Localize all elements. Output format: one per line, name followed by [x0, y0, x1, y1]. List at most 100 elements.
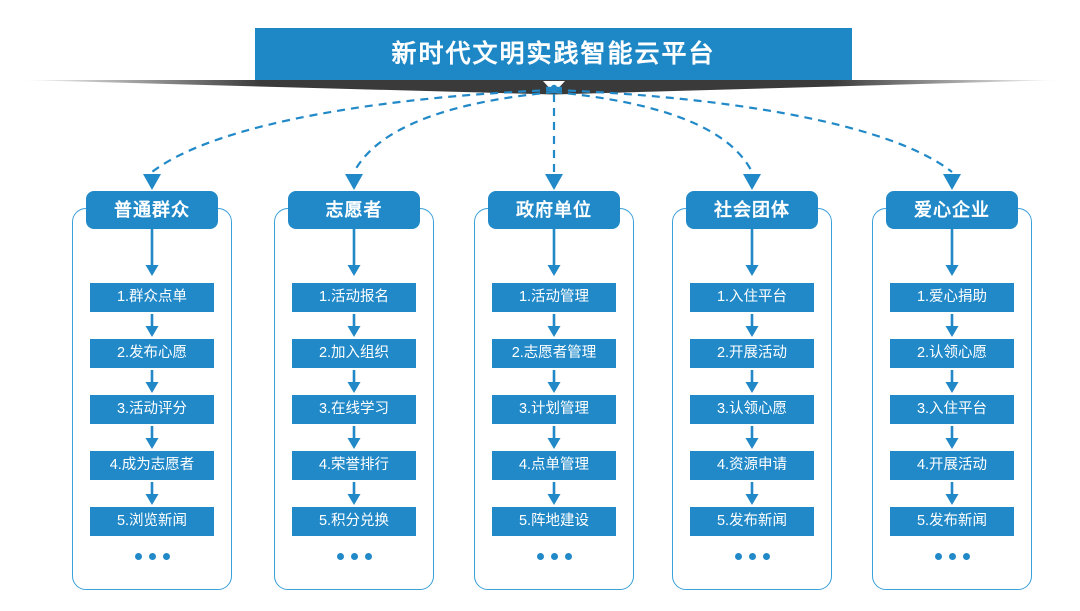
list-item-label: 3.入住平台 — [916, 401, 988, 418]
connector-arrowheads — [143, 174, 961, 190]
list-item-label: 2.加入组织 — [318, 345, 390, 362]
list-item-label: 1.入住平台 — [716, 289, 788, 306]
list-item[interactable]: 1.群众点单 — [90, 283, 214, 312]
list-item-label: 3.活动评分 — [116, 401, 188, 418]
item-connector-arrow — [492, 480, 616, 507]
ellipsis-dot — [162, 552, 170, 560]
ellipsis-dot — [336, 552, 344, 560]
item-connector-arrow — [90, 480, 214, 507]
list-item[interactable]: 3.计划管理 — [492, 395, 616, 424]
list-item[interactable]: 3.入住平台 — [890, 395, 1014, 424]
role-column-social-group: 社会团体 1.入住平台 2.开展活动 3.认领心愿 4.资源申请 5.发布新闻 — [672, 191, 832, 590]
column-item-list: 1.活动报名 2.加入组织 3.在线学习 4.荣誉排行 5.积分兑换 — [292, 283, 416, 576]
list-item-label: 5.积分兑换 — [318, 513, 390, 530]
list-item-label: 2.志愿者管理 — [511, 345, 597, 362]
ellipsis-dot — [350, 552, 358, 560]
more-items-ellipsis — [292, 536, 416, 576]
list-item[interactable]: 4.荣誉排行 — [292, 451, 416, 480]
item-connector-arrow — [90, 424, 214, 451]
column-header-volunteer[interactable]: 志愿者 — [288, 191, 420, 229]
column-item-list: 1.群众点单 2.发布心愿 3.活动评分 4.成为志愿者 5.浏览新闻 — [90, 283, 214, 576]
more-items-ellipsis — [890, 536, 1014, 576]
header-to-first-item-arrow — [944, 229, 960, 282]
item-connector-arrow — [90, 312, 214, 339]
list-item[interactable]: 1.活动管理 — [492, 283, 616, 312]
role-column-government-unit: 政府单位 1.活动管理 2.志愿者管理 3.计划管理 4.点单管理 5.阵地建设 — [474, 191, 634, 590]
list-item-label: 4.成为志愿者 — [109, 457, 195, 474]
item-connector-arrow — [690, 424, 814, 451]
item-connector-arrow — [690, 368, 814, 395]
role-column-caring-enterprise: 爱心企业 1.爱心捐助 2.认领心愿 3.入住平台 4.开展活动 5.发布新闻 — [872, 191, 1032, 590]
more-items-ellipsis — [90, 536, 214, 576]
list-item[interactable]: 5.发布新闻 — [690, 507, 814, 536]
banner-bar: 新时代文明实践智能云平台 — [255, 28, 852, 80]
list-item[interactable]: 1.爱心捐助 — [890, 283, 1014, 312]
list-item-label: 4.开展活动 — [916, 457, 988, 474]
ellipsis-dot — [134, 552, 142, 560]
item-connector-arrow — [890, 312, 1014, 339]
item-connector-arrow — [890, 424, 1014, 451]
list-item[interactable]: 3.活动评分 — [90, 395, 214, 424]
list-item[interactable]: 1.活动报名 — [292, 283, 416, 312]
list-item-label: 3.计划管理 — [518, 401, 590, 418]
list-item-label: 5.阵地建设 — [518, 513, 590, 530]
list-item-label: 4.点单管理 — [518, 457, 590, 474]
list-item[interactable]: 2.认领心愿 — [890, 339, 1014, 368]
list-item-label: 5.浏览新闻 — [116, 513, 188, 530]
list-item[interactable]: 2.志愿者管理 — [492, 339, 616, 368]
list-item[interactable]: 5.发布新闻 — [890, 507, 1014, 536]
list-item-label: 5.发布新闻 — [916, 513, 988, 530]
item-connector-arrow — [890, 480, 1014, 507]
list-item[interactable]: 4.资源申请 — [690, 451, 814, 480]
list-item[interactable]: 2.加入组织 — [292, 339, 416, 368]
list-item[interactable]: 5.阵地建设 — [492, 507, 616, 536]
list-item[interactable]: 4.点单管理 — [492, 451, 616, 480]
ellipsis-dot — [748, 552, 756, 560]
more-items-ellipsis — [492, 536, 616, 576]
list-item-label: 5.发布新闻 — [716, 513, 788, 530]
list-item[interactable]: 5.浏览新闻 — [90, 507, 214, 536]
item-connector-arrow — [690, 480, 814, 507]
item-connector-arrow — [292, 368, 416, 395]
more-items-ellipsis — [690, 536, 814, 576]
item-connector-arrow — [292, 424, 416, 451]
column-item-list: 1.入住平台 2.开展活动 3.认领心愿 4.资源申请 5.发布新闻 — [690, 283, 814, 576]
ellipsis-dot — [148, 552, 156, 560]
column-header-label: 爱心企业 — [914, 200, 990, 220]
item-connector-arrow — [890, 368, 1014, 395]
list-item[interactable]: 4.开展活动 — [890, 451, 1014, 480]
list-item-label: 3.在线学习 — [318, 401, 390, 418]
ellipsis-dot — [364, 552, 372, 560]
list-item-label: 4.资源申请 — [716, 457, 788, 474]
list-item[interactable]: 4.成为志愿者 — [90, 451, 214, 480]
list-item[interactable]: 2.开展活动 — [690, 339, 814, 368]
item-connector-arrow — [292, 312, 416, 339]
item-connector-arrow — [492, 424, 616, 451]
list-item[interactable]: 3.认领心愿 — [690, 395, 814, 424]
item-connector-arrow — [90, 368, 214, 395]
column-header-label: 志愿者 — [325, 200, 383, 220]
header-to-first-item-arrow — [546, 229, 562, 282]
header-to-first-item-arrow — [144, 229, 160, 282]
role-columns: 普通群众 1.群众点单 2.发布心愿 3.活动评分 4.成为志愿者 5.浏览新闻 志愿者 1.… — [0, 191, 1080, 596]
page-title: 新时代文明实践智能云平台 — [391, 39, 716, 68]
role-column-general-public: 普通群众 1.群众点单 2.发布心愿 3.活动评分 4.成为志愿者 5.浏览新闻 — [72, 191, 232, 590]
list-item[interactable]: 5.积分兑换 — [292, 507, 416, 536]
list-item[interactable]: 2.发布心愿 — [90, 339, 214, 368]
item-connector-arrow — [690, 312, 814, 339]
list-item-label: 2.开展活动 — [716, 345, 788, 362]
column-header-general-public[interactable]: 普通群众 — [86, 191, 218, 229]
column-item-list: 1.活动管理 2.志愿者管理 3.计划管理 4.点单管理 5.阵地建设 — [492, 283, 616, 576]
role-column-volunteer: 志愿者 1.活动报名 2.加入组织 3.在线学习 4.荣誉排行 5.积分兑换 — [274, 191, 434, 590]
list-item[interactable]: 1.入住平台 — [690, 283, 814, 312]
ellipsis-dot — [550, 552, 558, 560]
column-header-social-group[interactable]: 社会团体 — [686, 191, 818, 229]
list-item[interactable]: 3.在线学习 — [292, 395, 416, 424]
column-header-caring-enterprise[interactable]: 爱心企业 — [886, 191, 1018, 229]
list-item-label: 1.活动管理 — [518, 289, 590, 306]
list-item-label: 4.荣誉排行 — [318, 457, 390, 474]
list-item-label: 1.活动报名 — [318, 289, 390, 306]
column-header-government-unit[interactable]: 政府单位 — [488, 191, 620, 229]
header-to-first-item-arrow — [744, 229, 760, 282]
